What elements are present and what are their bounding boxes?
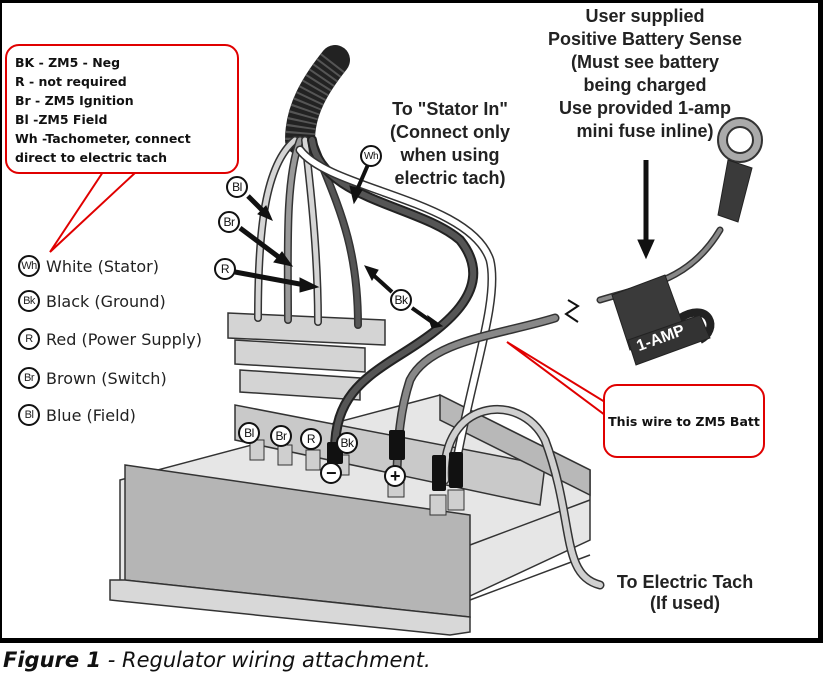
terminal-tag-r: R bbox=[300, 428, 322, 450]
note-line: BK - ZM5 - Neg bbox=[15, 55, 121, 70]
chassis-edge bbox=[469, 554, 591, 601]
terminal-tag-bl: Bl bbox=[238, 422, 260, 444]
legend-item-blue: Bl Blue (Field) bbox=[18, 402, 136, 428]
terminal-tag-negative: − bbox=[320, 462, 342, 484]
plug-tier-1 bbox=[227, 312, 386, 346]
legend-item-red: R Red (Power Supply) bbox=[18, 326, 202, 352]
plug-tier-2 bbox=[234, 339, 366, 373]
note-line: Br - ZM5 Ignition bbox=[15, 93, 134, 108]
inline-fuse bbox=[611, 274, 715, 366]
wire-break-symbol bbox=[564, 299, 580, 323]
stator-in-label: To "Stator In" (Connect only when using … bbox=[390, 99, 510, 188]
notes-callout-tail bbox=[49, 171, 139, 253]
figure-caption: Figure 1 - Regulator wiring attachment. bbox=[3, 648, 431, 672]
wire-code-badge: Bl bbox=[18, 404, 40, 426]
plug-connector bbox=[227, 312, 386, 401]
terminal-br bbox=[277, 444, 293, 466]
wire-tag-r: R bbox=[214, 258, 236, 280]
chassis-edge bbox=[469, 499, 591, 546]
wire-code-badge: Bk bbox=[18, 290, 40, 312]
terminal-tach-a bbox=[429, 494, 447, 516]
wire-code-badge: Wh bbox=[18, 255, 40, 277]
arrow-fuse-head bbox=[637, 239, 655, 260]
terminal-r bbox=[305, 449, 321, 471]
legend-text: Blue (Field) bbox=[46, 405, 136, 425]
note-line: R - not required bbox=[15, 74, 127, 89]
arrow-bk-down bbox=[410, 306, 434, 324]
wire-tag-wh: Wh bbox=[360, 145, 382, 167]
wire-tag-bk: Bk bbox=[390, 289, 412, 311]
note-line: direct to electric tach bbox=[15, 150, 168, 165]
boot-tach-b bbox=[449, 452, 463, 488]
legend-text: Brown (Switch) bbox=[46, 368, 167, 388]
harness-sleeve bbox=[285, 45, 350, 155]
wire-tag-bl: Bl bbox=[226, 176, 248, 198]
terminal-tag-br: Br bbox=[270, 425, 292, 447]
wire-code-badge: R bbox=[18, 328, 40, 350]
electric-tach-label: To Electric Tach (If used) bbox=[616, 572, 754, 613]
batt-wire-callout: This wire to ZM5 Batt bbox=[603, 384, 765, 458]
note-line: Wh -Tachometer, connect bbox=[15, 131, 191, 146]
regulator-illustration bbox=[49, 45, 763, 636]
legend-item-white: Wh White (Stator) bbox=[18, 253, 159, 279]
boot-pos bbox=[389, 430, 405, 460]
arrow-bl bbox=[246, 194, 264, 212]
batt-callout-tail bbox=[506, 341, 606, 417]
note-line: Bl -ZM5 Field bbox=[15, 112, 108, 127]
bottom-flange bbox=[109, 579, 471, 636]
harness-wires bbox=[254, 135, 724, 590]
terminal-tach-b bbox=[447, 489, 465, 511]
wiring-notes-callout: BK - ZM5 - Neg R - not required Br - ZM5… bbox=[5, 44, 239, 174]
arrow-br bbox=[238, 226, 282, 260]
terminal-tag-positive: + bbox=[384, 465, 406, 487]
wire-code-badge: Br bbox=[18, 367, 40, 389]
legend-text: Red (Power Supply) bbox=[46, 329, 202, 349]
legend-item-brown: Br Brown (Switch) bbox=[18, 365, 167, 391]
pointer-arrows bbox=[234, 159, 655, 329]
plug-tier-3 bbox=[239, 369, 361, 401]
battery-sense-label: User supplied Positive Battery Sense (Mu… bbox=[547, 6, 743, 141]
boot-tach-a bbox=[432, 455, 446, 491]
arrow-r bbox=[234, 269, 306, 288]
wire-tag-br: Br bbox=[218, 211, 240, 233]
figure-number: Figure 1 bbox=[3, 648, 102, 672]
regulator-chassis bbox=[109, 393, 591, 636]
caption-separator: - bbox=[101, 648, 122, 672]
legend-text: White (Stator) bbox=[46, 256, 159, 276]
ring-terminal bbox=[717, 117, 763, 223]
batt-callout-text: This wire to ZM5 Batt bbox=[608, 413, 760, 429]
wire-boots bbox=[327, 430, 463, 491]
caption-text: Regulator wiring attachment. bbox=[122, 648, 431, 672]
legend-text: Black (Ground) bbox=[46, 291, 166, 311]
terminal-tag-bk: Bk bbox=[336, 432, 358, 454]
legend-item-black: Bk Black (Ground) bbox=[18, 288, 166, 314]
